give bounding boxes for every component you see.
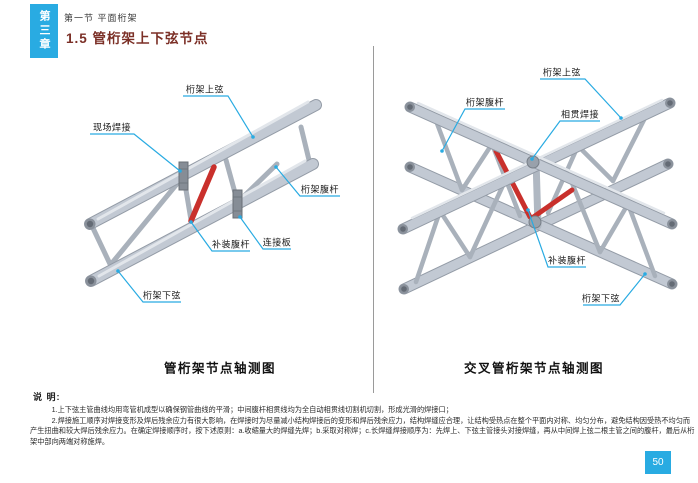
label-gusset-plate: 连接板 bbox=[262, 237, 292, 248]
label-bottom-chord: 桁架下弦 bbox=[581, 293, 621, 304]
label-bottom-chord: 桁架下弦 bbox=[142, 290, 182, 301]
right-diagram-caption: 交叉管桁架节点轴测图 bbox=[463, 361, 605, 376]
page-number-badge: 50 bbox=[645, 451, 671, 474]
leader-lines bbox=[441, 78, 646, 306]
label-web-member: 桁架腹杆 bbox=[300, 184, 340, 195]
page-title: 1.5 管桁架上下弦节点 bbox=[66, 31, 209, 46]
label-infill-web: 补装腹杆 bbox=[547, 255, 587, 266]
section-label: 第一节 平面桁架 bbox=[64, 13, 138, 23]
lower-crossing-joint bbox=[528, 215, 542, 229]
leader-lines bbox=[90, 95, 340, 303]
label-infill-web: 补装腹杆 bbox=[211, 239, 251, 250]
gusset-plate-clamp bbox=[232, 189, 243, 219]
label-intersect-weld: 相贯焊接 bbox=[560, 109, 600, 120]
upper-chord-pipe bbox=[84, 99, 322, 230]
label-top-chord: 桁架上弦 bbox=[185, 84, 225, 95]
left-diagram-caption: 管桁架节点轴测图 bbox=[163, 361, 277, 376]
notes-heading: 说 明: bbox=[33, 392, 61, 402]
infill-web-member-red bbox=[188, 164, 217, 224]
leader-dots bbox=[116, 135, 278, 273]
pipe-open-ends bbox=[398, 98, 677, 294]
lower-chord-pipe bbox=[85, 158, 319, 287]
label-top-chord: 桁架上弦 bbox=[542, 67, 582, 78]
chapter-badge: 第三章 bbox=[30, 4, 58, 58]
infill-web-members-red bbox=[493, 148, 575, 221]
site-weld-clamp bbox=[178, 161, 189, 191]
pipe-truss-diagram bbox=[84, 95, 340, 303]
label-site-weld: 现场焊接 bbox=[92, 122, 132, 133]
note-item-2: 2.焊接施工顺序对焊接变形及焊后残余应力有很大影响，在焊接时为尽量减小结构焊接后… bbox=[30, 415, 695, 446]
leader-dots bbox=[440, 116, 647, 276]
cross-pipe-truss-diagram bbox=[397, 78, 678, 306]
panel-divider bbox=[373, 46, 374, 393]
note-item-1: 1.上下弦主管曲线均用弯管机成型以确保钢管曲线的平滑；中间腹杆相贯线均为全自动相… bbox=[51, 405, 453, 414]
intersect-weld-joint bbox=[526, 155, 540, 169]
notes-block: 说 明: 1.上下弦主管曲线均用弯管机成型以确保钢管曲线的平滑；中间腹杆相贯线均… bbox=[30, 390, 695, 447]
label-web-member: 桁架腹杆 bbox=[465, 97, 505, 108]
